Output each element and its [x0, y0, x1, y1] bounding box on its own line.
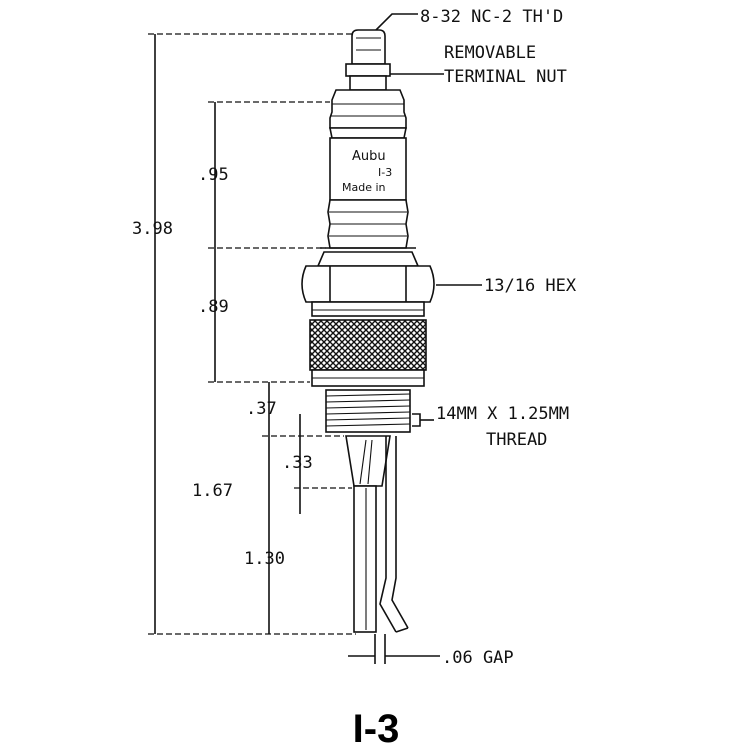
brand-marking: Aubu: [352, 149, 386, 164]
hex-callout: 13/16 HEX: [484, 276, 577, 296]
dim-167: 1.67: [192, 481, 233, 501]
terminal-thread-callout: 8-32 NC-2 TH'D: [420, 7, 563, 27]
center-electrode: [353, 485, 377, 633]
ground-electrode: [379, 436, 409, 633]
model-marking: I-3: [378, 166, 392, 179]
insulator-main: [329, 137, 407, 201]
dim-089: .89: [198, 297, 229, 317]
terminal-nut-callout-line2: TERMINAL NUT: [444, 67, 567, 87]
leader-lines: [375, 13, 482, 427]
ignitor-body: [301, 29, 435, 633]
hex-nut: [301, 265, 435, 303]
terminal-nut: [345, 63, 391, 77]
dimension-lines: [148, 33, 440, 664]
thread-callout-line2: THREAD: [486, 430, 547, 450]
dim-overall: 3.98: [132, 219, 173, 239]
made-marking: Made in: [342, 181, 386, 194]
gap-callout: .06 GAP: [442, 648, 514, 668]
insulator-nose: [345, 435, 391, 487]
dim-095: .95: [198, 165, 229, 185]
terminal-nut-callout-line1: REMOVABLE: [444, 43, 536, 63]
dim-037: .37: [246, 399, 277, 419]
thread-callout-line1: 14MM X 1.25MM: [436, 404, 569, 424]
insulator-upper: [329, 89, 407, 129]
part-number-title: I-3: [353, 707, 400, 751]
terminal-stud: [351, 29, 386, 65]
dim-130: 1.30: [244, 549, 285, 569]
knurled-shell: [309, 319, 427, 371]
dim-033: .33: [282, 453, 313, 473]
